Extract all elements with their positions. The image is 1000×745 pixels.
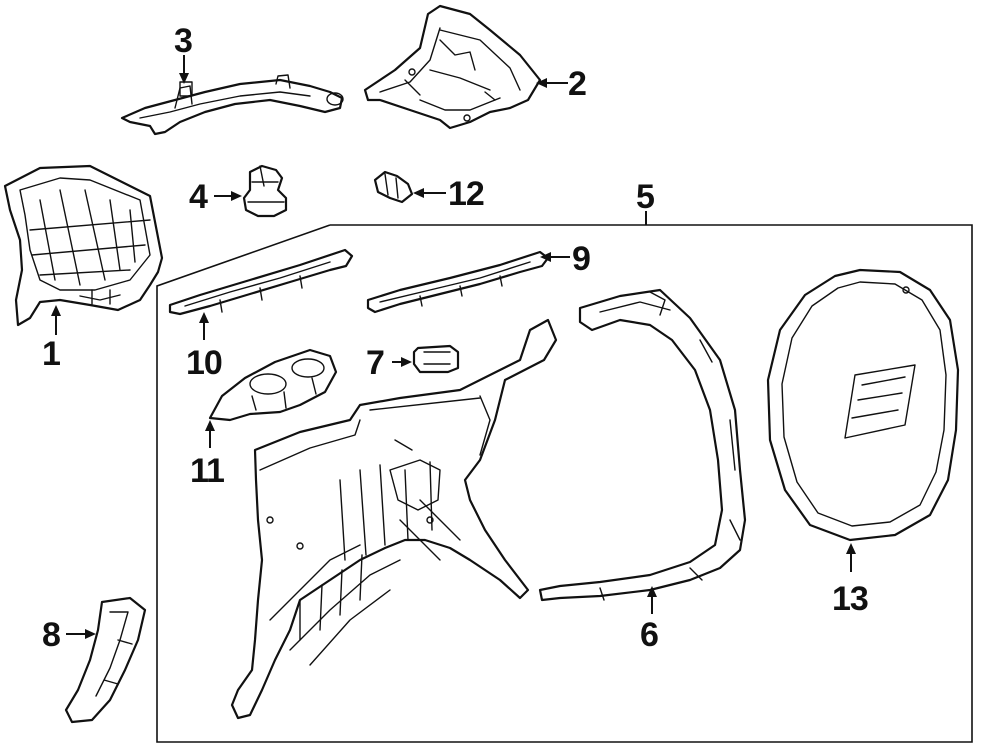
callout-8: 8 [42,616,96,654]
callout-11-label: 11 [190,452,224,490]
callout-12-label: 12 [448,175,484,213]
callout-7-label: 7 [366,344,384,382]
callout-3-label: 3 [174,22,192,60]
part-10-lower-rail[interactable] [168,248,354,316]
part-13-spare-tire-cover[interactable] [766,268,960,542]
part-12-fastener[interactable] [373,170,414,204]
part-7-clip[interactable] [412,344,460,374]
assembly-group-frame [156,211,973,743]
callout-9-label: 9 [572,240,590,278]
part-1-quarter-trim-panel[interactable] [3,164,164,327]
part-3-rail-bracket[interactable] [120,74,344,136]
callout-12: 12 [413,175,485,213]
part-11-cup-holder[interactable] [208,348,338,422]
callout-10-label: 10 [186,344,222,382]
part-2-upper-bracket[interactable] [363,4,542,130]
callout-5-label: 5 [636,178,654,216]
callout-11: 11 [190,420,225,490]
callout-6-label: 6 [640,616,658,654]
callout-13: 13 [832,543,869,618]
callout-1-label: 1 [42,335,60,373]
part-4-clip[interactable] [242,164,288,218]
callout-4-label: 4 [189,178,208,216]
callout-13-label: 13 [832,580,868,618]
callout-3: 3 [174,22,193,84]
part-5-main-quarter-panel[interactable] [230,318,558,720]
callout-2-label: 2 [568,65,586,103]
callout-10: 10 [186,312,223,382]
callout-4: 4 [189,178,242,216]
callout-5: 5 [636,178,655,216]
callout-2: 2 [536,65,587,103]
callout-7: 7 [366,344,412,382]
callout-8-label: 8 [42,616,60,654]
callout-1: 1 [42,305,61,373]
callout-9: 9 [540,240,591,278]
part-8-pillar-garnish[interactable] [64,596,147,724]
part-9-upper-rail[interactable] [366,250,550,314]
part-6-wheelhouse-trim[interactable] [538,288,747,602]
callout-6: 6 [640,586,659,654]
